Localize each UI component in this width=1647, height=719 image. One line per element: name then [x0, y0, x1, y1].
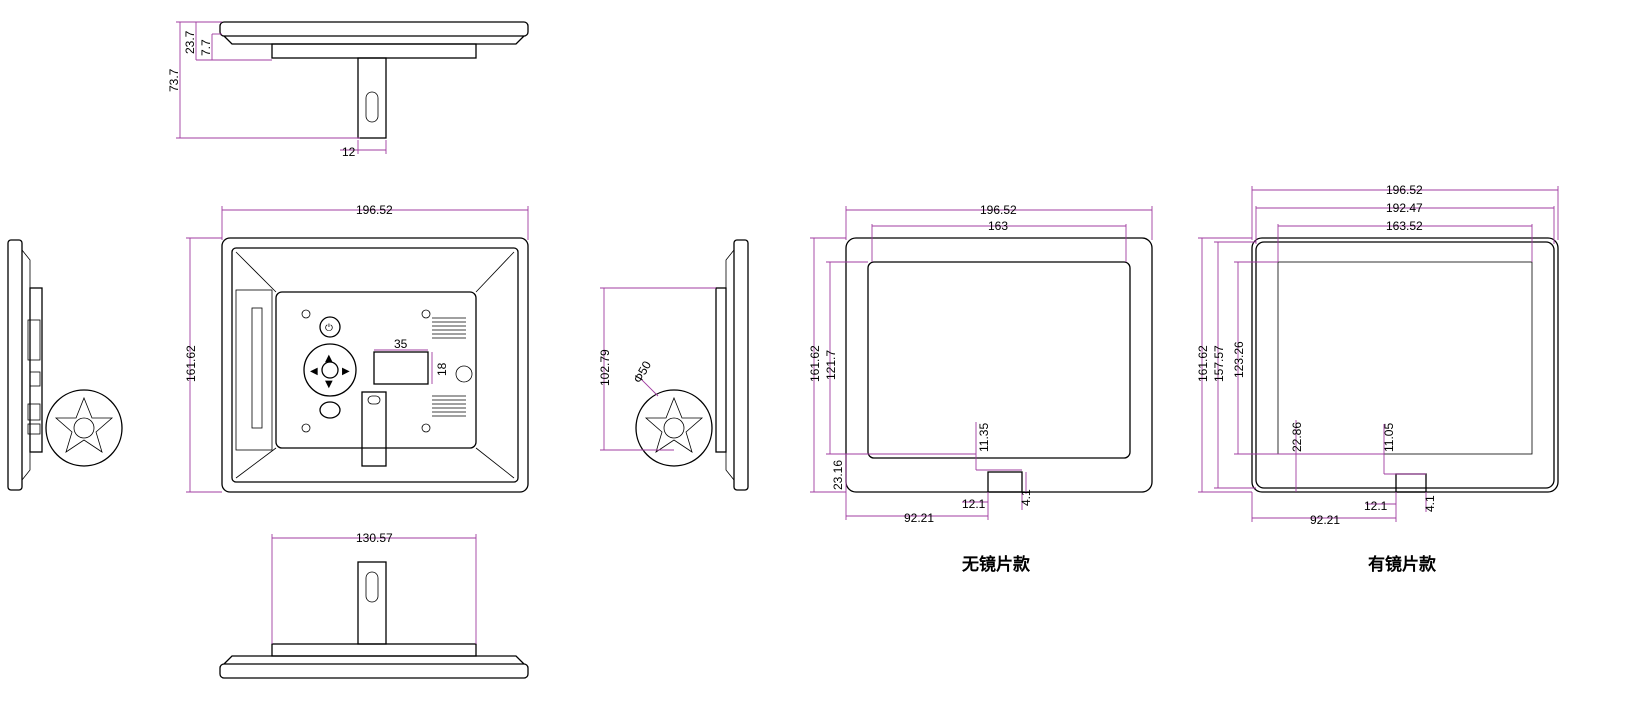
dim-front1-outer-width: 196.52 — [980, 203, 1017, 217]
dim-front1-bottom-margin: 23.16 — [831, 460, 845, 490]
dim-front2-bottom-margin: 22.86 — [1290, 422, 1304, 452]
menu-icon — [319, 401, 341, 419]
caption-with-glass: 有镜片款 — [1368, 554, 1437, 575]
dim-back-width: 196.52 — [356, 203, 393, 217]
bottom-view: 130.57 — [219, 531, 529, 679]
dim-front1-gap: 11.35 — [977, 423, 991, 452]
dim-rim-depth: 23.7 — [183, 30, 197, 54]
dim-front2-glass-height: 157.57 — [1212, 345, 1226, 382]
dim-front2-tab-height: 4.1 — [1423, 495, 1437, 512]
dim-front1-outer-height: 161.62 — [808, 345, 822, 382]
svg-text:▲: ▲ — [325, 353, 333, 364]
back-view: ⏻ ▲ ▼ ◀ ▶ 196.52 161.62 3 — [184, 203, 529, 493]
dim-foot-diameter: Φ50 — [630, 358, 654, 385]
dim-front2-glass-width: 192.47 — [1386, 201, 1423, 215]
left-side-view — [7, 239, 123, 491]
dim-front1-screen-height: 121.7 — [824, 350, 838, 380]
dim-inner-depth: 7.7 — [199, 39, 213, 56]
dim-window-width: 35 — [394, 337, 408, 351]
svg-text:◀: ◀ — [310, 366, 318, 377]
dim-front2-gap: 11.05 — [1382, 423, 1396, 452]
dim-total-depth: 73.7 — [167, 68, 181, 92]
top-view: 73.7 23.7 7.7 12 — [167, 21, 529, 159]
dim-front1-tab-height: 4.1 — [1019, 489, 1033, 506]
dim-stand-width: 12 — [342, 145, 356, 159]
dim-front2-left-offset: 92.21 — [1310, 513, 1340, 527]
play-pause-icon — [321, 361, 339, 379]
dim-back-height: 161.62 — [184, 345, 198, 382]
dim-front2-screen-width: 163.52 — [1386, 219, 1423, 233]
dim-front1-left-offset: 92.21 — [904, 511, 934, 525]
dim-front1-tab-width: 12.1 — [962, 497, 986, 511]
svg-text:▼: ▼ — [325, 379, 333, 390]
dim-front2-tab-width: 12.1 — [1364, 499, 1388, 513]
svg-text:⏻: ⏻ — [325, 323, 333, 334]
dim-front2-outer-height: 161.62 — [1196, 345, 1210, 382]
dim-front2-screen-height: 123.26 — [1232, 341, 1246, 378]
dim-front1-screen-width: 163 — [988, 219, 1008, 233]
dim-side-height: 102.79 — [598, 349, 612, 386]
dim-bottom-width: 130.57 — [356, 531, 393, 545]
right-side-view: 102.79 Φ50 — [598, 239, 749, 491]
caption-no-glass: 无镜片款 — [961, 554, 1031, 575]
dim-front2-outer-width: 196.52 — [1386, 183, 1423, 197]
front-view-with-glass: 196.52 192.47 163.52 161.62 157.57 123.2… — [1196, 183, 1559, 575]
power-icon — [319, 316, 341, 338]
svg-text:▶: ▶ — [342, 366, 350, 377]
dim-window-height: 18 — [435, 362, 449, 376]
front-view-no-glass: 196.52 163 161.62 121.7 23.16 11.35 92.2… — [808, 203, 1153, 575]
